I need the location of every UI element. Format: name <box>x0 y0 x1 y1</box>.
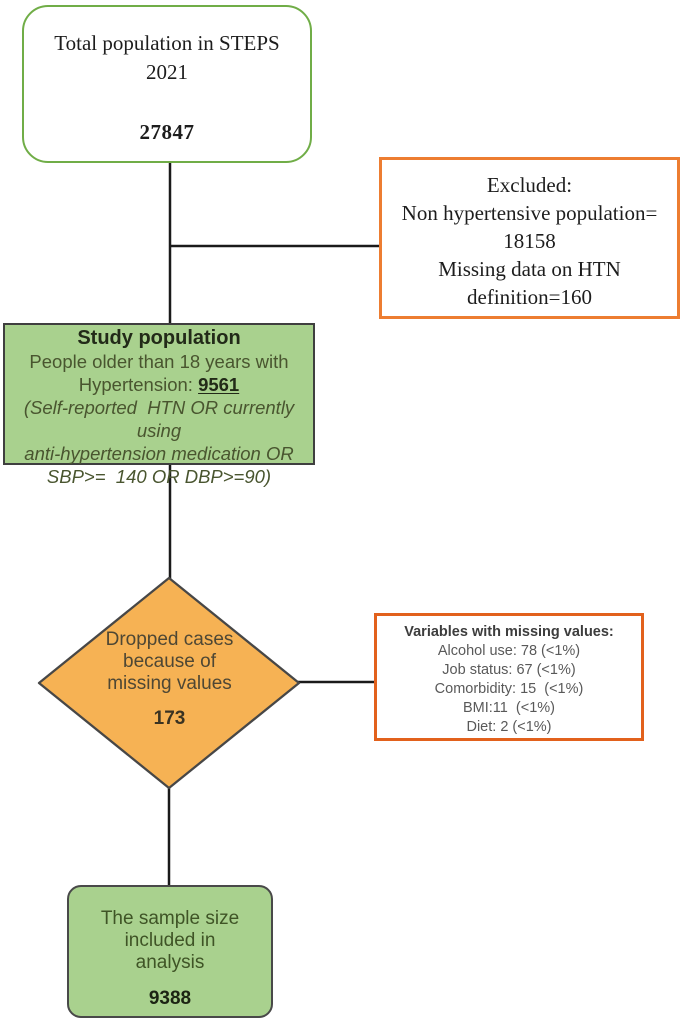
total-population-value: 27847 <box>139 120 195 144</box>
excluded-missing-htn: Missing data on HTN <box>438 257 621 281</box>
study-population-value: 9561 <box>198 374 240 395</box>
excluded-non-htn-value: 18158 <box>503 229 556 253</box>
missing-variable-diet: Diet: 2 (<1%) <box>466 719 552 735</box>
dropped-cases-diamond: Dropped cases because of missing values … <box>39 629 300 730</box>
study-population-box: Study population People older than 18 ye… <box>3 323 315 487</box>
excluded-missing-htn-value: definition=160 <box>467 285 592 309</box>
missing-variable-bmi: BMI:11 (<1%) <box>463 700 555 716</box>
excluded-title: Excluded: <box>486 173 573 197</box>
study-definition-line1: (Self-reported HTN OR currently using <box>23 397 300 441</box>
excluded-non-htn: Non hypertensive population= <box>401 201 658 225</box>
missing-variable-job: Job status: 67 (<1%) <box>442 662 576 678</box>
sample-size-line3: analysis <box>135 952 205 973</box>
sample-size-box: The sample size included in analysis 938… <box>67 885 273 1018</box>
sample-size-line1: The sample size <box>100 908 240 929</box>
dropped-cases-line1: Dropped cases <box>105 629 234 650</box>
total-population-box: Total population in STEPS 2021 27847 <box>22 5 312 163</box>
total-population-year: 2021 <box>146 60 188 84</box>
study-definition-line3: SBP>= 140 OR DBP>=90) <box>46 466 272 487</box>
missing-variable-alcohol: Alcohol use: 78 (<1%) <box>437 643 581 659</box>
total-population-text: Total population in STEPS <box>54 31 280 55</box>
sample-size-value: 9388 <box>148 988 192 1009</box>
dropped-cases-value: 173 <box>153 708 186 729</box>
excluded-box: Excluded: Non hypertensive population= 1… <box>379 157 680 319</box>
missing-variable-comorbidity: Comorbidity: 15 (<1%) <box>434 681 584 697</box>
dropped-cases-line3: missing values <box>107 673 232 694</box>
sample-size-line2: included in <box>124 930 216 951</box>
study-population-count-line: Hypertension: 9561 <box>5 373 313 396</box>
dropped-cases-line2: because of <box>123 651 216 672</box>
missing-variables-box: Variables with missing values: Alcohol u… <box>374 613 644 741</box>
study-population-criteria: People older than 18 years with <box>29 351 289 372</box>
hypertension-label: Hypertension: <box>78 374 199 395</box>
study-population-title: Study population <box>77 327 241 349</box>
missing-variables-title: Variables with missing values: <box>404 624 614 640</box>
diamond-shape <box>37 576 301 790</box>
study-definition-line2: anti-hypertension medication OR <box>24 443 294 464</box>
